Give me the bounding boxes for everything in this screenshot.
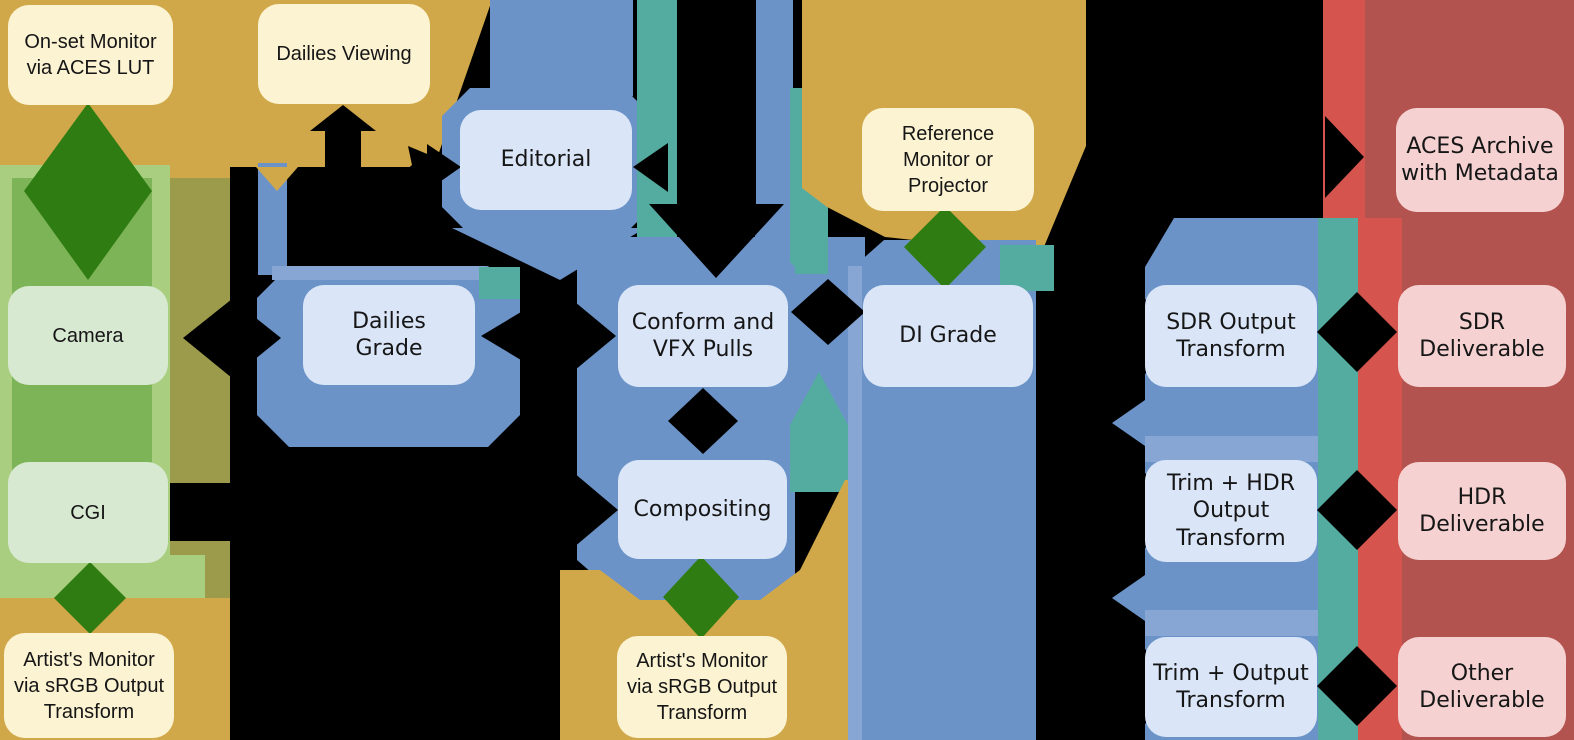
arrow-diamond-hdr-deliverable — [1317, 470, 1397, 550]
node-trim-hdr-output-transform: Trim + HDR Output Transform — [1145, 460, 1317, 562]
node-dailies-grade: Dailies Grade — [303, 285, 475, 385]
lane-di-light-left — [848, 266, 862, 740]
arrow-head-into-conform — [575, 302, 616, 370]
node-compositing: Compositing — [618, 460, 787, 559]
arrow-head-other-left — [1103, 649, 1146, 724]
lane-sdr-light-1 — [1145, 436, 1318, 462]
arrow-green-camera-monitor — [24, 103, 152, 280]
lane-gold-top-point — [256, 167, 298, 191]
lane-teal-editorial — [637, 0, 677, 282]
node-sdr-deliverable: SDR Deliverable — [1398, 285, 1566, 387]
arrow-green-compositing-monitor — [663, 556, 739, 639]
node-editorial: Editorial — [460, 110, 632, 210]
arrow-diamond-camera-dailies — [183, 299, 281, 378]
node-other-deliverable: Other Deliverable — [1398, 637, 1566, 737]
arrow-head-into-editorial — [427, 144, 461, 191]
lane-teal-up-arrow — [790, 372, 848, 492]
arrow-diamond-sdr-deliverable — [1317, 292, 1397, 372]
node-artists-monitor-dailies: Artist's Monitor via sRGB Output Transfo… — [4, 633, 174, 738]
lane-dailies-light-top — [272, 266, 486, 280]
arrow-down-into-conform — [649, 0, 784, 278]
arrow-cgi-to-conform — [170, 472, 618, 548]
arrow-diamond-conform-di — [791, 279, 865, 345]
lane-di-teal-corner — [1000, 245, 1054, 291]
lane-sdr-bump-1 — [1112, 400, 1145, 446]
lane-editorial-stem — [490, 0, 633, 96]
arrow-green-cgi-monitor — [54, 562, 126, 634]
arrow-dailies-editorial-diagonal — [328, 146, 456, 252]
lane-editorial-point — [452, 228, 645, 280]
arrow-diamond-conform-compositing — [668, 388, 738, 454]
lane-sdr-bump-2 — [1112, 575, 1145, 621]
node-reference-monitor: Reference Monitor or Projector — [862, 108, 1034, 211]
node-camera: Camera — [8, 286, 168, 385]
node-conform-vfx-pulls: Conform and VFX Pulls — [618, 285, 788, 387]
node-on-set-monitor: On-set Monitor via ACES LUT — [8, 5, 173, 105]
node-di-grade: DI Grade — [863, 285, 1033, 387]
arrow-head-sdr-left — [1103, 299, 1146, 374]
arrow-diamond-other-deliverable — [1317, 646, 1397, 726]
lane-dailies-teal-corner — [479, 267, 520, 299]
arrow-head-into-archive — [1325, 116, 1364, 198]
arrow-head-editorial-right — [633, 143, 668, 192]
node-aces-archive: ACES Archive with Metadata — [1396, 108, 1564, 212]
node-sdr-output-transform: SDR Output Transform — [1145, 285, 1317, 387]
node-cgi: CGI — [8, 462, 168, 563]
arrow-green-di-reference — [904, 206, 986, 289]
node-hdr-deliverable: HDR Deliverable — [1398, 462, 1566, 560]
node-dailies-viewing: Dailies Viewing — [258, 4, 430, 104]
node-trim-output-transform: Trim + Output Transform — [1145, 637, 1317, 737]
node-artists-monitor-compositing: Artist's Monitor via sRGB Output Transfo… — [617, 636, 787, 738]
lane-sdr-light-2 — [1145, 610, 1318, 636]
arrow-head-hdr-left — [1103, 473, 1146, 548]
